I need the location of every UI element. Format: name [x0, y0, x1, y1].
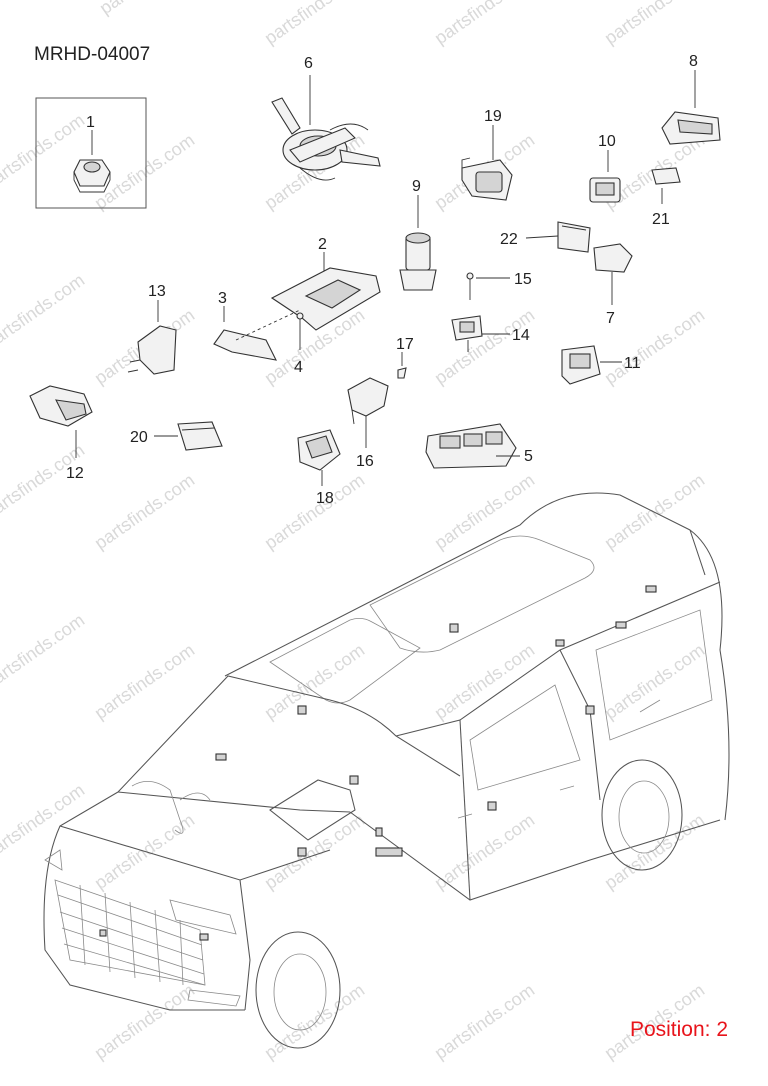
- diagram-code: MRHD-04007: [34, 44, 151, 65]
- callout-21: 21: [652, 211, 670, 228]
- watermark: partsfinds.com: [96, 0, 203, 18]
- part-22-module: [525, 221, 591, 253]
- callout-11: 11: [624, 355, 641, 372]
- vehicle-outline: [43, 492, 730, 1049]
- callout-12: 12: [66, 465, 84, 482]
- watermark: partsfinds.com: [0, 110, 88, 194]
- callout-14: 14: [512, 327, 530, 344]
- part-3-bezel: [213, 306, 301, 361]
- part-6-combination-switch: [271, 75, 381, 181]
- part-15-screw: [466, 272, 510, 300]
- callout-7: 7: [606, 310, 615, 327]
- watermark: partsfinds.com: [261, 0, 368, 48]
- watermark: partsfinds.com: [0, 610, 88, 694]
- callout-8: 8: [689, 53, 698, 70]
- part-8-console-switch: [661, 70, 721, 145]
- callout-18: 18: [316, 490, 334, 507]
- callout-2: 2: [318, 236, 327, 253]
- part-14-bracket: [451, 315, 510, 352]
- part-7-connector: [593, 243, 633, 305]
- watermark: partsfinds.com: [601, 640, 708, 724]
- callout-22: 22: [500, 231, 518, 248]
- callout-13: 13: [148, 283, 166, 300]
- watermark: partsfinds.com: [91, 980, 198, 1064]
- callout-9: 9: [412, 178, 421, 195]
- watermark: partsfinds.com: [601, 0, 708, 48]
- callout-20: 20: [130, 429, 148, 446]
- callout-4: 4: [294, 359, 303, 376]
- callout-19: 19: [484, 108, 502, 125]
- part-19-switch: [461, 125, 513, 201]
- watermark: partsfinds.com: [91, 640, 198, 724]
- watermark: partsfinds.com: [431, 810, 538, 894]
- part-12-sensor: [29, 385, 93, 458]
- part-1-nut: [35, 97, 147, 209]
- callout-5: 5: [524, 448, 533, 465]
- part-16-bracket: [347, 377, 389, 448]
- part-11-switch: [561, 345, 622, 385]
- callout-labels: 1 2 3 4 5 6 7 8 9 10 11 12 13 14 15 16 1…: [66, 53, 698, 507]
- watermark: partsfinds.com: [601, 305, 708, 389]
- callout-15: 15: [514, 271, 532, 288]
- part-17-bolt: [397, 352, 407, 379]
- watermark: partsfinds.com: [601, 470, 708, 554]
- watermark: partsfinds.com: [431, 640, 538, 724]
- watermark: partsfinds.com: [431, 0, 538, 48]
- part-5-window-switch: [425, 423, 520, 469]
- watermark: partsfinds.com: [261, 470, 368, 554]
- watermark: partsfinds.com: [261, 640, 368, 724]
- part-21-clip: [651, 167, 681, 204]
- position-label: Position: 2: [629, 1018, 728, 1041]
- callout-16: 16: [356, 453, 374, 470]
- callout-1: 1: [86, 114, 95, 131]
- watermark: partsfinds.com: [431, 980, 538, 1064]
- watermark: partsfinds.com: [431, 470, 538, 554]
- part-18-switch: [297, 429, 341, 486]
- watermark: partsfinds.com: [261, 810, 368, 894]
- part-9-socket: [399, 195, 437, 291]
- part-4-screw: [296, 312, 304, 350]
- watermark: partsfinds.com: [0, 780, 88, 864]
- watermark: partsfinds.com: [431, 305, 538, 389]
- watermark: partsfinds.com: [91, 470, 198, 554]
- callout-10: 10: [598, 133, 616, 150]
- part-10-switch: [589, 150, 621, 203]
- callout-6: 6: [304, 55, 313, 72]
- callout-17: 17: [396, 336, 414, 353]
- callout-3: 3: [218, 290, 227, 307]
- watermark: partsfinds.com: [0, 270, 88, 354]
- watermark: partsfinds.com: [261, 980, 368, 1064]
- part-20-module: [154, 421, 223, 451]
- part-13-bracket: [127, 300, 177, 375]
